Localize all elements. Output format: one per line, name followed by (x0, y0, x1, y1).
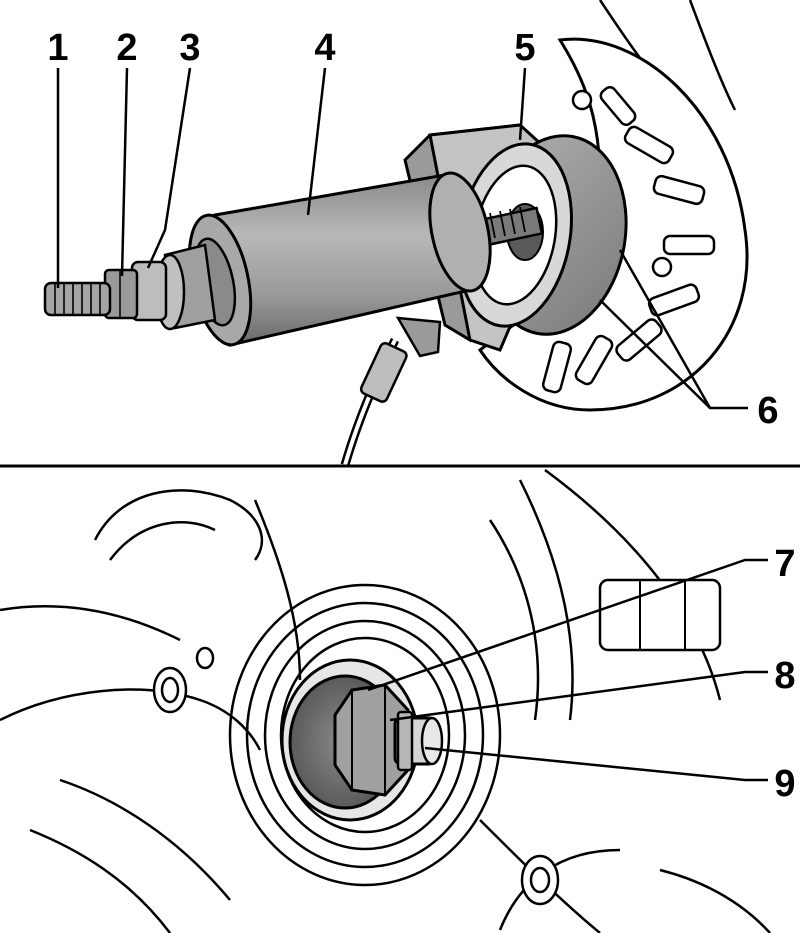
callout-7: 7 (774, 543, 795, 585)
top-callouts: 1 2 3 4 5 6 (47, 27, 778, 432)
drive-shaft-stub (393, 710, 444, 772)
hex-nut (333, 683, 410, 797)
callout-2: 2 (116, 27, 137, 69)
callout-4: 4 (314, 27, 335, 69)
hydraulic-hose (340, 316, 442, 467)
nut-and-washer (103, 260, 168, 322)
tie-rod (598, 578, 722, 652)
top-leader-lines (56, 67, 748, 410)
top-panel: 1 2 3 4 5 6 (43, 0, 779, 467)
callout-8: 8 (774, 655, 795, 697)
callout-5: 5 (514, 27, 535, 69)
bottom-panel: 7 8 9 (0, 468, 796, 933)
callout-1: 1 (47, 27, 68, 69)
bottom-leader-lines (367, 558, 768, 782)
callout-9: 9 (774, 763, 795, 805)
threaded-rod (43, 281, 112, 317)
bottom-callouts: 7 8 9 (774, 543, 795, 805)
callout-3: 3 (179, 27, 200, 69)
callout-6: 6 (757, 390, 778, 432)
bolt-bosses (152, 646, 560, 906)
